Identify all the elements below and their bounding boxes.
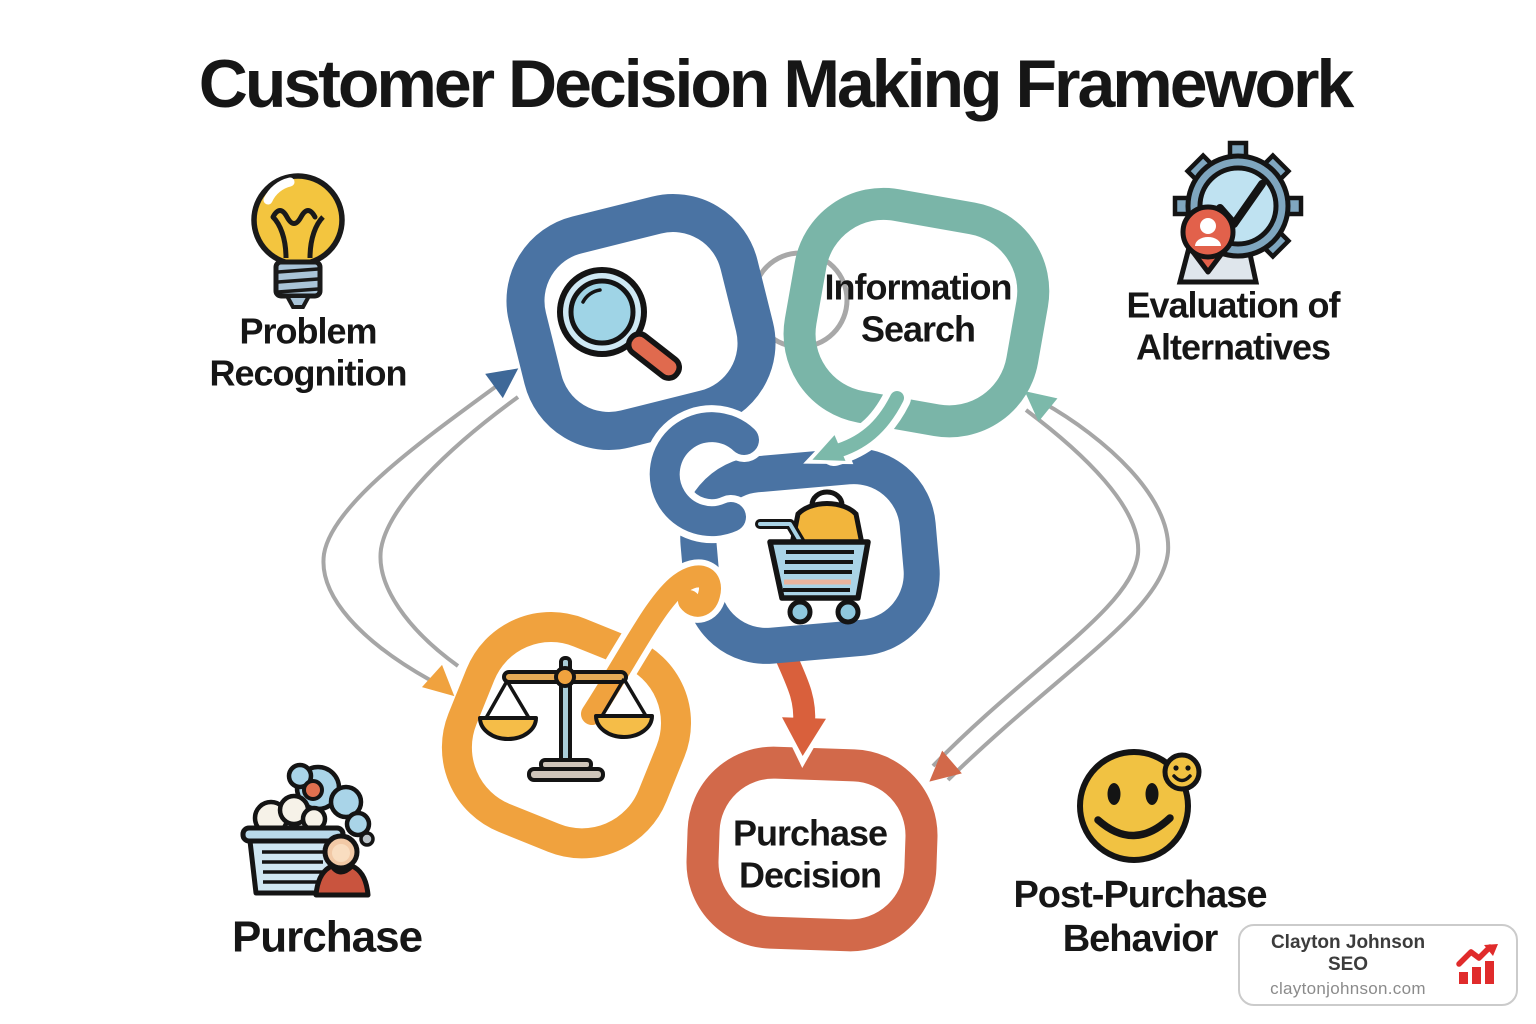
- red-arrowhead: [782, 717, 826, 756]
- comparison-scales-ring: [434, 605, 699, 866]
- arrow-comparison-to-cart: [575, 559, 727, 731]
- watermark-badge: Clayton Johnson SEO claytonjohnson.com: [1238, 924, 1518, 1006]
- label-problem-recognition: Problem Recognition: [209, 310, 408, 393]
- feedback-loop-right-arrows: [931, 400, 1171, 782]
- watermark-text: Clayton Johnson SEO claytonjohnson.com: [1250, 932, 1446, 999]
- right-outer-curve: [946, 400, 1171, 782]
- laundry-basket-person-icon: [240, 762, 375, 898]
- left-inner-curve: [378, 395, 520, 668]
- teal-arrowhead: [812, 435, 846, 461]
- lightbulb-icon: [251, 173, 345, 309]
- left-outer-curve: [321, 383, 500, 682]
- watermark-site: claytonjohnson.com: [1270, 978, 1426, 998]
- growth-bar-chart-icon: [1456, 944, 1498, 984]
- right-inner-curve: [931, 408, 1141, 768]
- watermark-brand: Clayton Johnson SEO: [1270, 931, 1426, 975]
- purchase-decision-ring: [686, 746, 938, 952]
- shopping-cart-icon: [755, 489, 871, 625]
- label-information-search: Information Search: [824, 266, 1013, 349]
- arrowhead-into-information-search: [1024, 391, 1058, 422]
- magnifying-glass-icon: [557, 267, 682, 381]
- search-magnifier-ring: [506, 194, 776, 450]
- feedback-loop-left-arrows: [321, 383, 520, 682]
- smiley-face-icon: [1077, 749, 1202, 863]
- label-purchase-decision: Purchase Decision: [732, 812, 888, 895]
- connector-search-to-cart: [642, 405, 766, 544]
- label-purchase: Purchase: [231, 912, 423, 962]
- page-title: Customer Decision Making Framework: [198, 46, 1355, 122]
- balance-scale-icon: [478, 656, 654, 782]
- label-evaluation-of-alternatives: Evaluation of Alternatives: [1126, 284, 1340, 367]
- label-post-purchase-behavior: Post-Purchase Behavior: [1013, 873, 1267, 960]
- gear-checkmark-pin-icon: [1172, 140, 1304, 285]
- arrow-information-search-to-cart: [803, 384, 911, 466]
- arrowhead-into-search-ring: [485, 368, 519, 399]
- arrowhead-into-purchase-decision: [929, 750, 962, 782]
- arrowhead-into-comparison-ring: [421, 664, 455, 697]
